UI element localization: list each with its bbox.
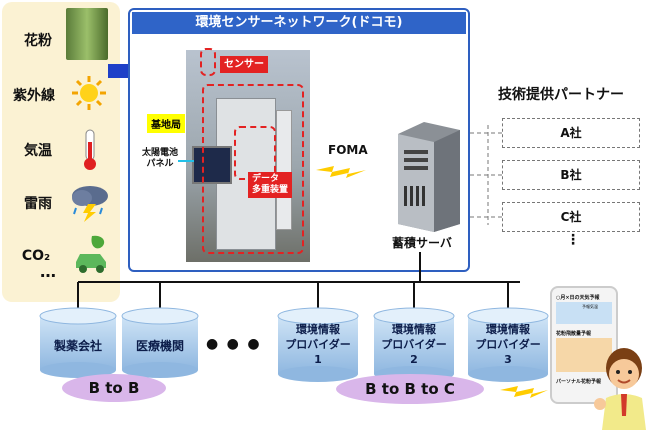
partner-a: A社 (502, 118, 640, 148)
b2b-pharma-label: 製薬会社 (53, 339, 102, 353)
env-label-pollen: 花粉 (24, 33, 52, 49)
delivery-signal-icon (500, 386, 548, 398)
phone-weather-panel (556, 302, 612, 324)
partners-title: 技術提供パートナー (498, 87, 624, 103)
mux-label: データ 多重装置 (248, 172, 293, 198)
phone-footer: パーソナル花粉予報 (556, 379, 602, 385)
solar-panel-image (192, 146, 232, 184)
b2b-medical-label: 医療機関 (135, 339, 184, 353)
foma-label: FOMA (328, 143, 368, 157)
partner-b: B社 (502, 160, 640, 190)
solar-pointer-line (178, 160, 194, 162)
tree-icon (66, 8, 108, 60)
phone-pollen-label: 花粉飛散量予報 (556, 331, 592, 337)
car-leaf-icon (76, 235, 106, 273)
sensor-label: センサー (220, 56, 268, 73)
env-label-co2: CO₂ (21, 248, 51, 264)
partner-c: C社 (502, 202, 640, 232)
partners-more: ⋮ (566, 232, 580, 248)
database-cylinder (39, 307, 117, 378)
environment-more: … (40, 262, 56, 281)
server-label: 蓄積サーバ (392, 236, 452, 250)
env-label-temperature: 気温 (24, 143, 52, 159)
provider-3-label: 環境情報 プロバイダー 3 (475, 323, 541, 366)
side-box (276, 110, 292, 230)
thermometer-icon (84, 129, 96, 170)
phone-pollen-chart (556, 338, 612, 372)
database-cylinder (121, 307, 199, 378)
phone-forecast-temp: 予報気温 (582, 304, 598, 309)
env-label-thunderstorm: 雷雨 (24, 196, 52, 212)
person-icon (594, 348, 646, 430)
database-cylinder (467, 307, 549, 382)
network-title: 環境センサーネットワーク(ドコモ) (132, 12, 466, 34)
sun-icon (72, 76, 106, 110)
b2b-ellipse: B to B (62, 374, 166, 402)
base-station-label: 基地局 (147, 114, 185, 133)
storage-server-icon (398, 122, 460, 232)
phone-forecast-title: ○月×日の天気予報 (556, 295, 600, 301)
provider-2-label: 環境情報 プロバイダー 2 (381, 323, 447, 366)
b2b2c-ellipse: B to B to C (336, 374, 484, 404)
wireless-signal-icon (316, 166, 366, 178)
b2b-more: ● ● ● (206, 336, 262, 352)
provider-1-label: 環境情報 プロバイダー 1 (285, 323, 351, 366)
thunderstorm-icon (72, 186, 108, 222)
solar-panel-label: 太陽電池 パネル (142, 148, 179, 169)
base-station-highlight (202, 84, 304, 254)
env-label-uv: 紫外線 (13, 88, 55, 104)
database-cylinder (277, 307, 359, 382)
sensor-highlight (200, 48, 216, 76)
